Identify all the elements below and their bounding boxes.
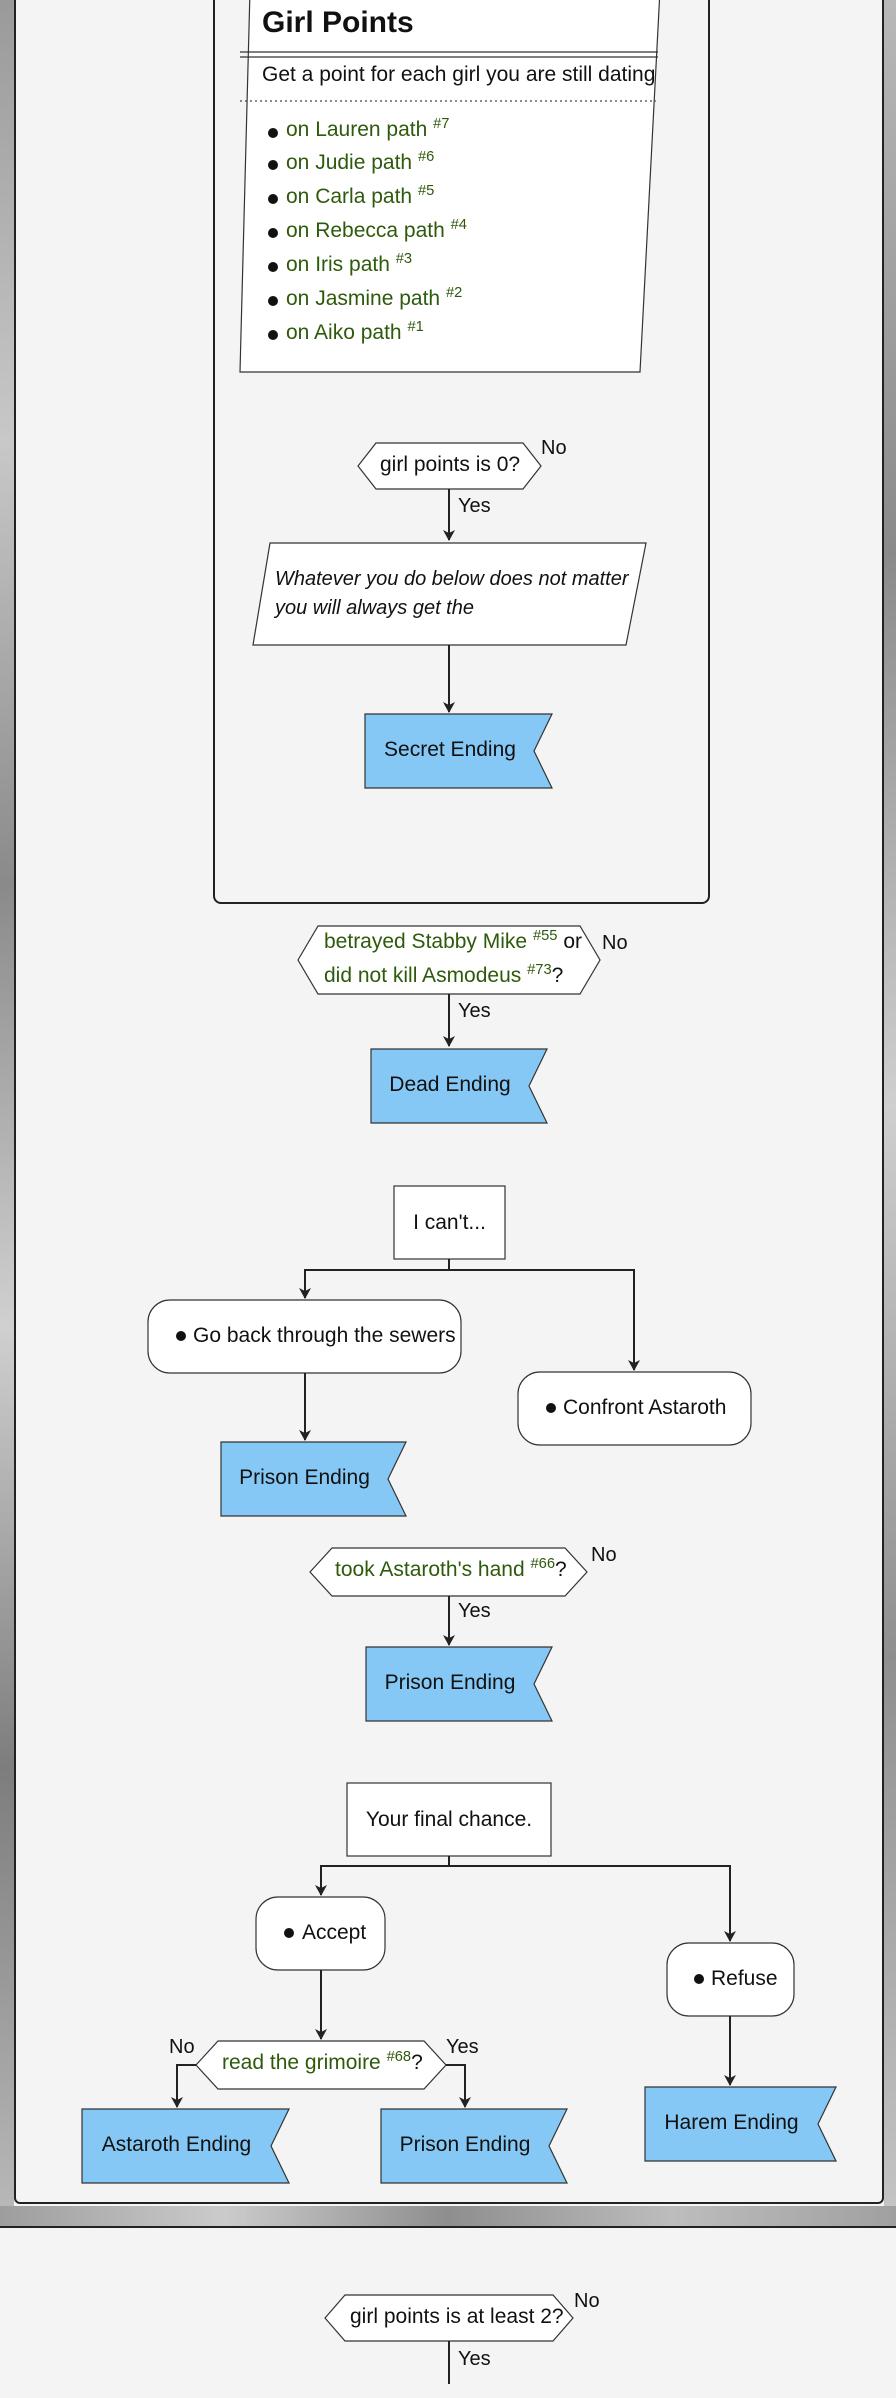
whatever-line1: Whatever you do below does not matter — [275, 568, 629, 590]
no-label: No — [169, 2036, 195, 2058]
prison-ending-2-label: Prison Ending — [384, 1671, 516, 1694]
girl-points-note-shape — [239, 0, 661, 373]
note-bullets — [268, 128, 278, 340]
prison-ending-3-label: Prison Ending — [399, 2133, 531, 2156]
i-cant-box — [393, 1185, 506, 1260]
no-label: No — [591, 1544, 617, 1566]
check-zero-label: girl points is 0? — [380, 453, 521, 476]
check-hand-diamond — [309, 1547, 588, 1597]
yes-label: Yes — [458, 2348, 491, 2370]
list-item: on Aiko path #1 — [286, 319, 424, 344]
accept-choice-label: Accept — [302, 1921, 367, 1944]
prison-ending-3-shape — [380, 2108, 568, 2184]
path-link[interactable]: on Jasmine path — [286, 287, 441, 310]
yes-label: Yes — [458, 495, 491, 517]
confront-choice-shape — [517, 1371, 752, 1446]
i-cant-label: I can't... — [413, 1211, 486, 1234]
final-chance-label: Your final chance. — [365, 1808, 533, 1831]
check-zero-diamond — [357, 442, 542, 490]
final-chance-box — [346, 1782, 552, 1857]
check-hand-label: took Astaroth's hand #66? — [335, 1556, 567, 1581]
girl-points-subtitle: Get a point for each girl you are still … — [262, 63, 656, 86]
path-link[interactable]: on Judie path — [286, 151, 413, 174]
harem-ending-shape — [644, 2086, 837, 2162]
list-item: on Iris path #3 — [286, 251, 413, 276]
check-two-label: girl points is at least 2? — [350, 2305, 564, 2328]
list-item: on Carla path #5 — [286, 183, 435, 208]
yes-label: Yes — [446, 2036, 479, 2058]
whatever-line2: you will always get the — [275, 597, 474, 619]
background-photo-right — [884, 0, 896, 2210]
refuse-choice-label: Refuse — [711, 1967, 778, 1990]
dead-ending-label: Dead Ending — [389, 1073, 511, 1096]
no-label: No — [574, 2290, 600, 2312]
check-betrayed-line1: betrayed Stabby Mike #55 or — [324, 928, 582, 953]
path-link[interactable]: on Lauren path — [286, 118, 428, 141]
path-link[interactable]: on Iris path — [286, 253, 390, 276]
list-item: on Jasmine path #2 — [286, 285, 463, 310]
yes-label: Yes — [458, 1000, 491, 1022]
harem-ending-label: Harem Ending — [664, 2111, 799, 2134]
check-grimoire-label: read the grimoire #68? — [222, 2049, 423, 2074]
no-label: No — [541, 437, 567, 459]
background-photo-left — [0, 0, 14, 2210]
no-label: No — [602, 932, 628, 954]
girl-points-title: Girl Points — [262, 6, 414, 39]
path-link[interactable]: on Carla path — [286, 185, 413, 208]
dead-ending-shape — [370, 1048, 548, 1124]
list-item: on Lauren path #7 — [286, 116, 450, 141]
astaroth-ending-shape — [81, 2108, 290, 2184]
check-betrayed-diamond — [297, 925, 601, 995]
list-item: on Judie path #6 — [286, 149, 435, 174]
check-two-diamond — [324, 2294, 574, 2342]
path-link[interactable]: on Rebecca path — [286, 219, 445, 242]
secret-ending-shape — [364, 713, 553, 789]
whatever-note-shape — [252, 542, 647, 646]
prison-ending-1-label: Prison Ending — [239, 1466, 370, 1489]
path-link[interactable]: on Aiko path — [286, 321, 402, 344]
secret-ending-label: Secret Ending — [384, 738, 516, 761]
sewers-choice-label: Go back through the sewers — [193, 1324, 456, 1347]
list-item: on Rebecca path #4 — [286, 217, 467, 242]
background-photo-bottom — [0, 2206, 896, 2226]
confront-choice-label: Confront Astaroth — [563, 1396, 727, 1419]
astaroth-ending-label: Astaroth Ending — [101, 2133, 252, 2156]
check-betrayed-line2: did not kill Asmodeus #73? — [324, 962, 564, 987]
yes-label: Yes — [458, 1600, 491, 1622]
prison-ending-1-shape — [220, 1441, 407, 1517]
prison-ending-2-shape — [365, 1646, 553, 1722]
